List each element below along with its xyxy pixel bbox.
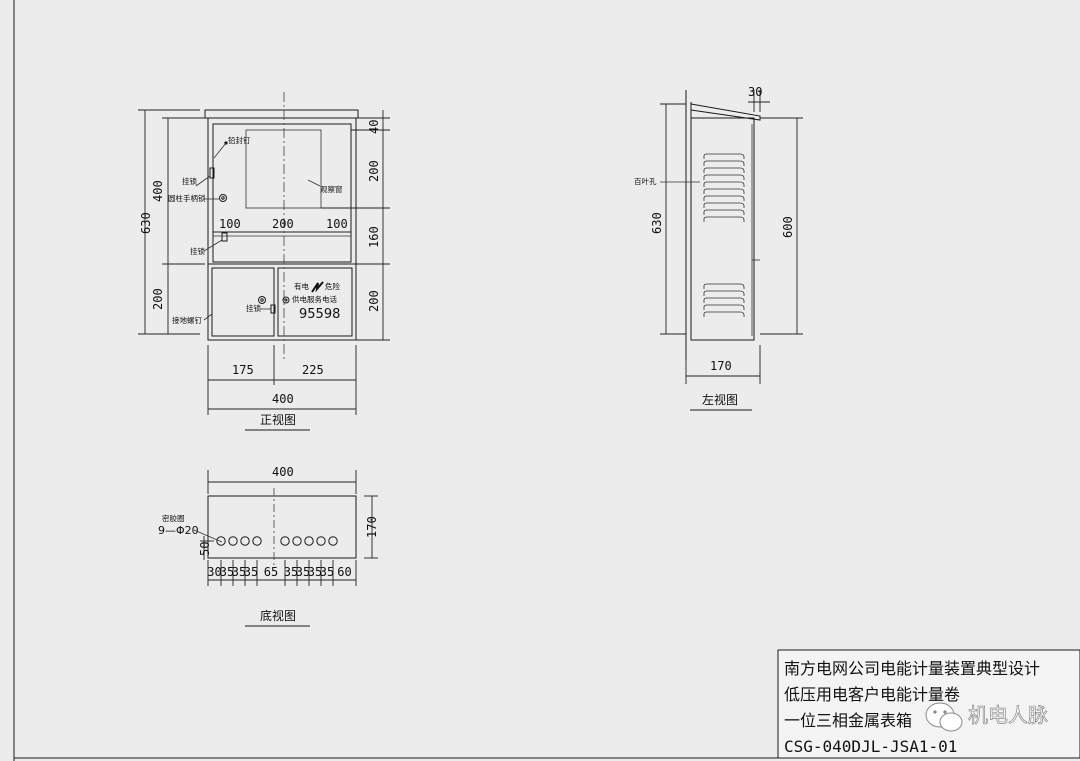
dim-side-total-height: 630 (650, 212, 664, 234)
label-danger-2: 危险 (325, 281, 340, 291)
dim-side-body-height: 600 (781, 216, 795, 238)
bottom-view-title: 底视图 (260, 608, 296, 623)
dim-bottom-edge-offset: 50 (198, 542, 212, 556)
louver-slat (703, 216, 745, 222)
dim-front-top-gap: 40 (367, 120, 381, 134)
dim-front-window-bottom: 160 (367, 226, 381, 248)
title-block: 南方电网公司电能计量装置典型设计 低压用电客户电能计量卷 一位三相金属表箱 CS… (777, 649, 1080, 759)
lightning-icon (311, 281, 324, 293)
louver-slat (703, 160, 745, 166)
louver-slat (703, 311, 745, 317)
louver-slat (703, 153, 745, 159)
label-danger-1: 有电 (294, 281, 309, 291)
label-seal-nail: 铅封钉 (228, 135, 251, 145)
dim-hole-spacing: 35 (284, 565, 298, 579)
label-grommet: 密胶圈 (162, 513, 185, 523)
grommet-hole (292, 536, 302, 546)
dim-front-w-right: 100 (326, 217, 348, 231)
louver-slat (703, 297, 745, 303)
louver-slat (703, 195, 745, 201)
label-service-number: 95598 (299, 307, 340, 322)
louver-slat (703, 290, 745, 296)
dim-front-w-left: 100 (219, 217, 241, 231)
watermark-text: 机电人脉 (968, 703, 1048, 727)
dim-hole-spacing: 35 (244, 565, 258, 579)
dim-hole-spacing: 35 (232, 565, 246, 579)
label-round-handle-lock: 圆柱手柄锁 (168, 193, 206, 203)
label-observation-window: 观察窗 (320, 184, 343, 194)
dim-front-door-left: 175 (232, 363, 254, 377)
title-block-code: CSG-040DJL-JSA1-01 (784, 737, 957, 756)
louver-slat (703, 304, 745, 310)
dim-front-w-window: 200 (272, 217, 294, 231)
grommet-hole (328, 536, 338, 546)
louver-slat (703, 174, 745, 180)
title-block-line1: 南方电网公司电能计量装置典型设计 (784, 659, 1040, 678)
label-hang-lock-1: 挂锁 (182, 176, 197, 186)
front-view: 铅封钉 挂锁 圆柱手柄锁 观察窗 挂锁 挂锁 接地螺钉 有电 危险 供电服务电话… (138, 92, 390, 431)
dim-front-overall-width: 400 (272, 392, 294, 406)
side-view-title: 左视图 (702, 392, 738, 407)
grommet-holes (216, 536, 338, 546)
dim-front-window-height: 200 (367, 160, 381, 182)
grommet-hole (228, 536, 238, 546)
title-block-line2: 低压用电客户电能计量卷 (784, 685, 960, 704)
dim-hole-spacing: 30 (207, 565, 221, 579)
dim-bottom-depth: 170 (365, 516, 379, 538)
dim-hole-spacing: 35 (308, 565, 322, 579)
dim-hole-spacing: 65 (264, 565, 278, 579)
louver-slat (703, 167, 745, 173)
grommet-hole (216, 536, 226, 546)
grommet-hole (304, 536, 314, 546)
label-service-line: 供电服务电话 (292, 294, 337, 304)
louver-slat (703, 202, 745, 208)
grommet-hole (252, 536, 262, 546)
louver-bottom (703, 283, 745, 317)
label-grounding-screw: 接地螺钉 (172, 315, 202, 325)
dim-bottom-width: 400 (272, 465, 294, 479)
louver-slat (703, 283, 745, 289)
dim-front-lower-height-left: 200 (151, 288, 165, 310)
dim-hole-spacing: 35 (320, 565, 334, 579)
side-view: 百叶孔 630 600 30 170 左视图 (634, 85, 803, 411)
louver-slat (703, 181, 745, 187)
louver-top (703, 153, 745, 222)
label-grommet-spec: 9—Φ20 (158, 524, 199, 537)
dim-front-upper-height: 400 (151, 180, 165, 202)
front-view-title: 正视图 (260, 412, 296, 427)
louver-slat (703, 209, 745, 215)
label-louver: 百叶孔 (634, 177, 657, 186)
dim-front-total-height: 630 (139, 212, 153, 234)
wechat-icon (925, 702, 963, 732)
label-hang-lock-3: 挂锁 (246, 303, 261, 313)
watermark: 机电人脉 (925, 702, 1048, 732)
louver-slat (703, 188, 745, 194)
dim-front-lower-height-right: 200 (367, 290, 381, 312)
dim-hole-spacing: 35 (220, 565, 234, 579)
label-hang-lock-2: 挂锁 (190, 246, 205, 256)
dim-side-depth: 170 (710, 359, 732, 373)
grommet-hole (280, 536, 290, 546)
dim-hole-spacing: 35 (296, 565, 310, 579)
title-block-line3: 一位三相金属表箱 (784, 711, 912, 730)
grommet-hole (240, 536, 250, 546)
dim-side-roof-overhang: 30 (748, 85, 762, 99)
dim-hole-spacing: 60 (337, 565, 351, 579)
dim-front-door-right: 225 (302, 363, 324, 377)
grommet-hole (316, 536, 326, 546)
